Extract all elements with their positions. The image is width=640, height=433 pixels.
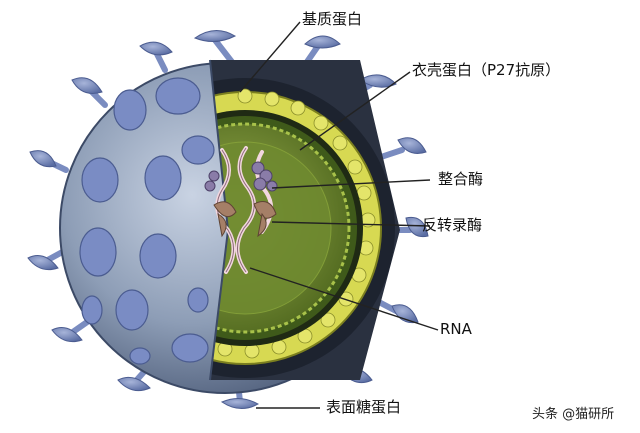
leader-integrase — [271, 179, 431, 189]
label-capsid-protein: 衣壳蛋白（P27抗原） — [412, 61, 561, 79]
label-integrase: 整合酶 — [438, 170, 484, 188]
leader-rna — [249, 267, 439, 331]
label-reverse-transcriptase: 反转录酶 — [422, 216, 483, 234]
label-matrix-protein: 基质蛋白 — [302, 10, 363, 28]
envelope-spots — [79, 77, 215, 365]
leader-matrix — [239, 21, 301, 93]
leader-capsid — [299, 71, 411, 151]
reverse-transcriptase-molecules — [213, 201, 277, 238]
spike-caps — [27, 30, 429, 409]
label-envelope-glycoprotein: 表面糖蛋白 — [326, 398, 402, 416]
leader-lines — [239, 21, 439, 409]
label-rna: RNA — [440, 320, 472, 338]
leader-reverse-transcriptase — [271, 221, 431, 227]
watermark: 头条 @猫研所 — [532, 407, 615, 422]
integrase-molecules — [204, 161, 278, 192]
